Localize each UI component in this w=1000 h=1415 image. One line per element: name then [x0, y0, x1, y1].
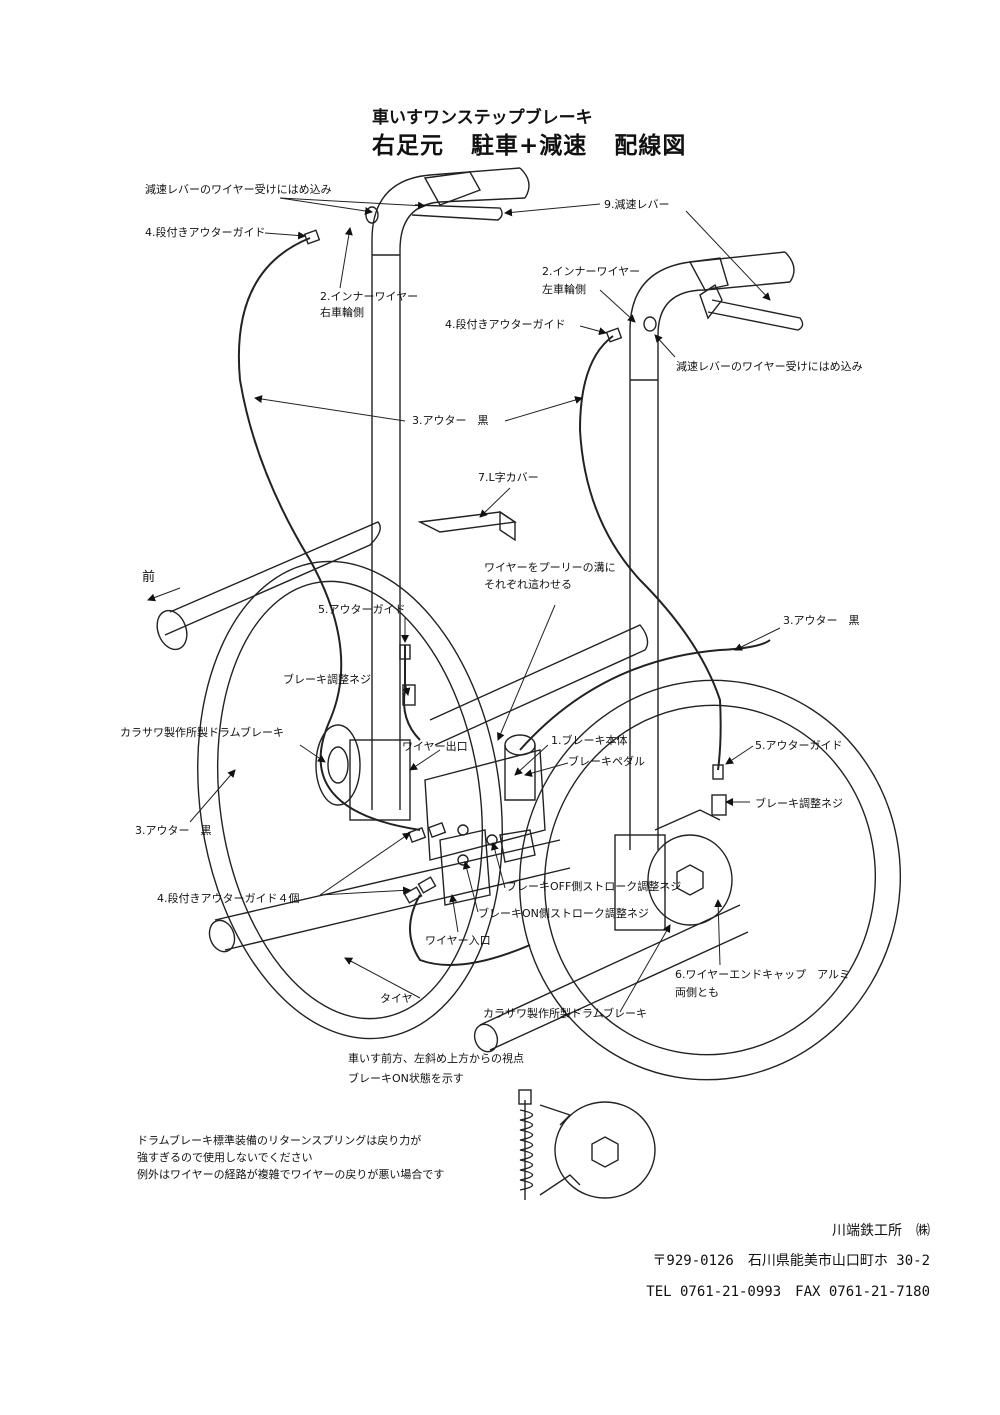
label-tire: タイヤ — [380, 992, 413, 1005]
label-end-cap-sub: 両側とも — [675, 986, 719, 999]
label-drum-brake-left: カラサワ製作所製ドラムブレーキ — [120, 726, 285, 739]
label-outer-black-right: 3.アウター 黒 — [783, 614, 860, 627]
title-part-function: 駐車+減速 — [471, 133, 588, 159]
label-end-cap: 6.ワイヤーエンドキャップ アルミ — [675, 968, 851, 981]
label-outer-black-top: 3.アウター 黒 — [412, 414, 489, 427]
company-address: 〒929-0126 石川県能美市山口町ホ 30-2 — [652, 1253, 930, 1269]
title-part-diagram: 配線図 — [614, 133, 687, 159]
spring-note-line: 例外はワイヤーの経路が複雑でワイヤーの戻りが悪い場合です — [137, 1168, 445, 1181]
right-lever — [643, 283, 804, 332]
label-lever-9: 9.減速レバー — [604, 198, 670, 211]
spring-detail — [518, 1089, 656, 1200]
rear-wheel — [197, 560, 503, 1040]
label-drum-brake-bottom: カラサワ製作所製ドラムブレーキ — [483, 1007, 648, 1020]
label-l-cover: 7.L字カバー — [478, 471, 539, 484]
label-outer-black-left: 3.アウター 黒 — [135, 824, 212, 837]
brake-body — [424, 734, 546, 906]
label-inner-wire-left: 2.インナーワイヤー — [542, 265, 641, 278]
title-part-position: 右足元 — [372, 133, 444, 159]
right-handle-post — [629, 251, 795, 850]
label-view-note-1: 車いす前方、左斜め上方からの視点 — [348, 1052, 524, 1065]
company-name: 川端鉄工所 ㈱ — [832, 1223, 930, 1239]
label-wire-exit: ワイヤー出口 — [402, 740, 468, 753]
upper-cross-bar — [156, 521, 381, 651]
front-wheel — [518, 679, 902, 1081]
spring-note-line: ドラムブレーキ標準装備のリターンスプリングは戻り力が — [137, 1134, 422, 1147]
label-inner-wire-right-sub: 右車輪側 — [320, 306, 364, 319]
label-outer-guide-5-left: 5.アウターガイド — [318, 603, 406, 616]
title-line-2: 右足元 駐車+減速 配線図 — [372, 126, 704, 160]
drum-brake-right — [614, 809, 733, 931]
label-stepped-guide-top-left: 4.段付きアウターガイド — [145, 226, 266, 239]
label-pulley-note-1: ワイヤーをプーリーの溝に — [484, 561, 616, 574]
label-stepped-guide-4pcs: 4.段付きアウターガイド４個 — [157, 892, 300, 905]
label-view-note-2: ブレーキON状態を示す — [348, 1072, 464, 1085]
label-inner-wire-right: 2.インナーワイヤー — [320, 290, 419, 303]
label-wire-entry: ワイヤー入口 — [425, 934, 491, 947]
middle-cross-bar — [429, 624, 649, 746]
label-inner-wire-left-sub: 左車輪側 — [542, 283, 586, 296]
spring-note-line: 強すぎるので使用しないでください — [137, 1151, 313, 1164]
label-brake-body: 1.ブレーキ本体 — [551, 734, 628, 747]
label-lever-fit-top: 減速レバーのワイヤー受けにはめ込み — [145, 183, 332, 196]
outer-cable-right — [409, 335, 771, 966]
label-outer-guide-5-right: 5.アウターガイド — [755, 739, 843, 752]
label-on-stroke: ブレーキON側ストローク調整ネジ — [478, 907, 649, 920]
drum-brake-left — [315, 724, 411, 821]
label-lever-fit-right: 減速レバーのワイヤー受けにはめ込み — [676, 360, 863, 373]
title-line-1: 車いすワンステップブレーキ — [372, 108, 593, 128]
label-brake-pedal: ブレーキペダル — [568, 755, 645, 768]
company-phone: TEL 0761-21-0993 FAX 0761-21-7180 — [646, 1284, 930, 1300]
label-front: 前 — [142, 570, 156, 585]
left-handle-post — [371, 167, 530, 810]
spring-note: ドラムブレーキ標準装備のリターンスプリングは戻り力が 強すぎるので使用しないでく… — [137, 1132, 444, 1183]
leader-lines — [147, 197, 781, 1013]
label-off-stroke: ブレーキOFF側ストローク調整ネジ — [506, 880, 682, 893]
label-adjust-screw-right: ブレーキ調整ネジ — [755, 797, 843, 810]
label-adjust-screw-left: ブレーキ調整ネジ — [283, 673, 371, 686]
outer-cable-left — [237, 237, 421, 831]
label-stepped-guide-right: 4.段付きアウターガイド — [445, 318, 566, 331]
l-cover — [417, 510, 517, 542]
label-pulley-note-2: それぞれ這わせる — [484, 578, 572, 591]
left-lever — [365, 204, 503, 224]
